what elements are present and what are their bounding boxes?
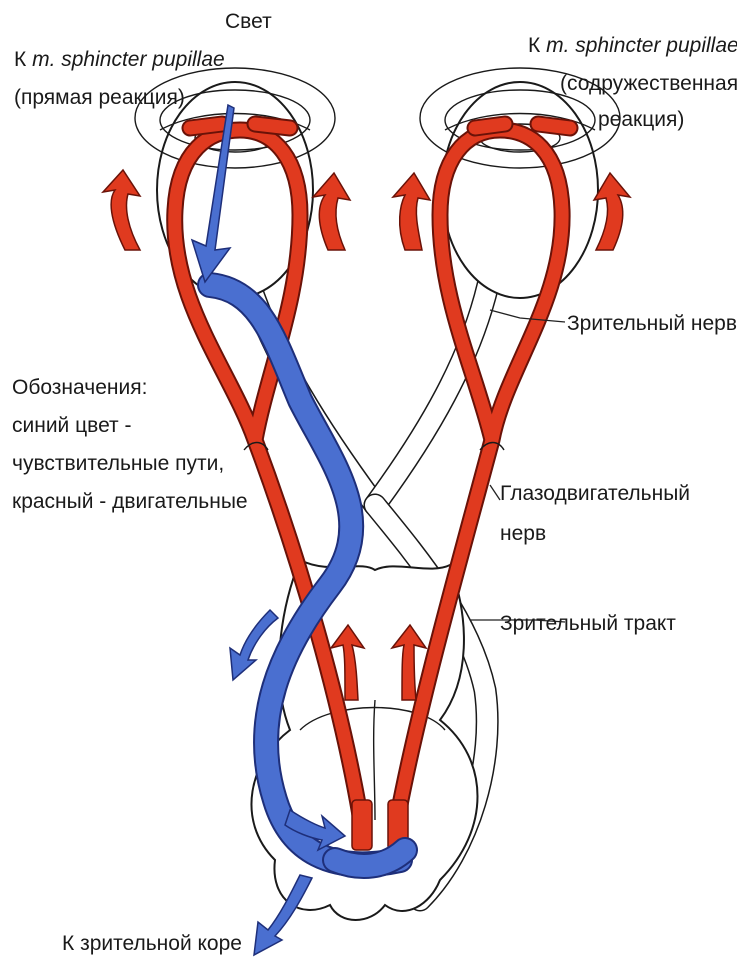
left-edinger-westphal-nucleus [352, 800, 372, 850]
visual-cortex-label: К зрительной коре [62, 932, 242, 955]
right-target-reaction-2: реакция) [598, 108, 684, 131]
right-target-reaction-1: (содружественная [560, 72, 737, 95]
legend-motor: красный - двигательные [12, 490, 248, 513]
legend-title: Обозначения: [12, 376, 147, 399]
oculomotor-nerve-label-2: нерв [500, 522, 546, 545]
optic-nerve-label: Зрительный нерв [567, 312, 737, 335]
right-eye-inner-arrow [393, 173, 430, 250]
light-label: Свет [225, 10, 272, 33]
left-eye-inner-arrow [313, 173, 350, 250]
left-target-reaction: (прямая реакция) [14, 86, 185, 109]
right-target-label: К m. sphincter pupillae [528, 34, 737, 57]
oculomotor-nerve-label-1: Глазодвигательный [500, 482, 690, 505]
legend-blue: синий цвет - [12, 414, 132, 437]
left-eye-outer-arrow [103, 170, 140, 250]
right-eye-outer-arrow [594, 173, 630, 250]
left-target-label: К m. sphincter pupillae [14, 48, 225, 71]
optic-tract-label: Зрительный тракт [500, 612, 676, 635]
legend-sensory: чувствительные пути, [12, 452, 224, 475]
